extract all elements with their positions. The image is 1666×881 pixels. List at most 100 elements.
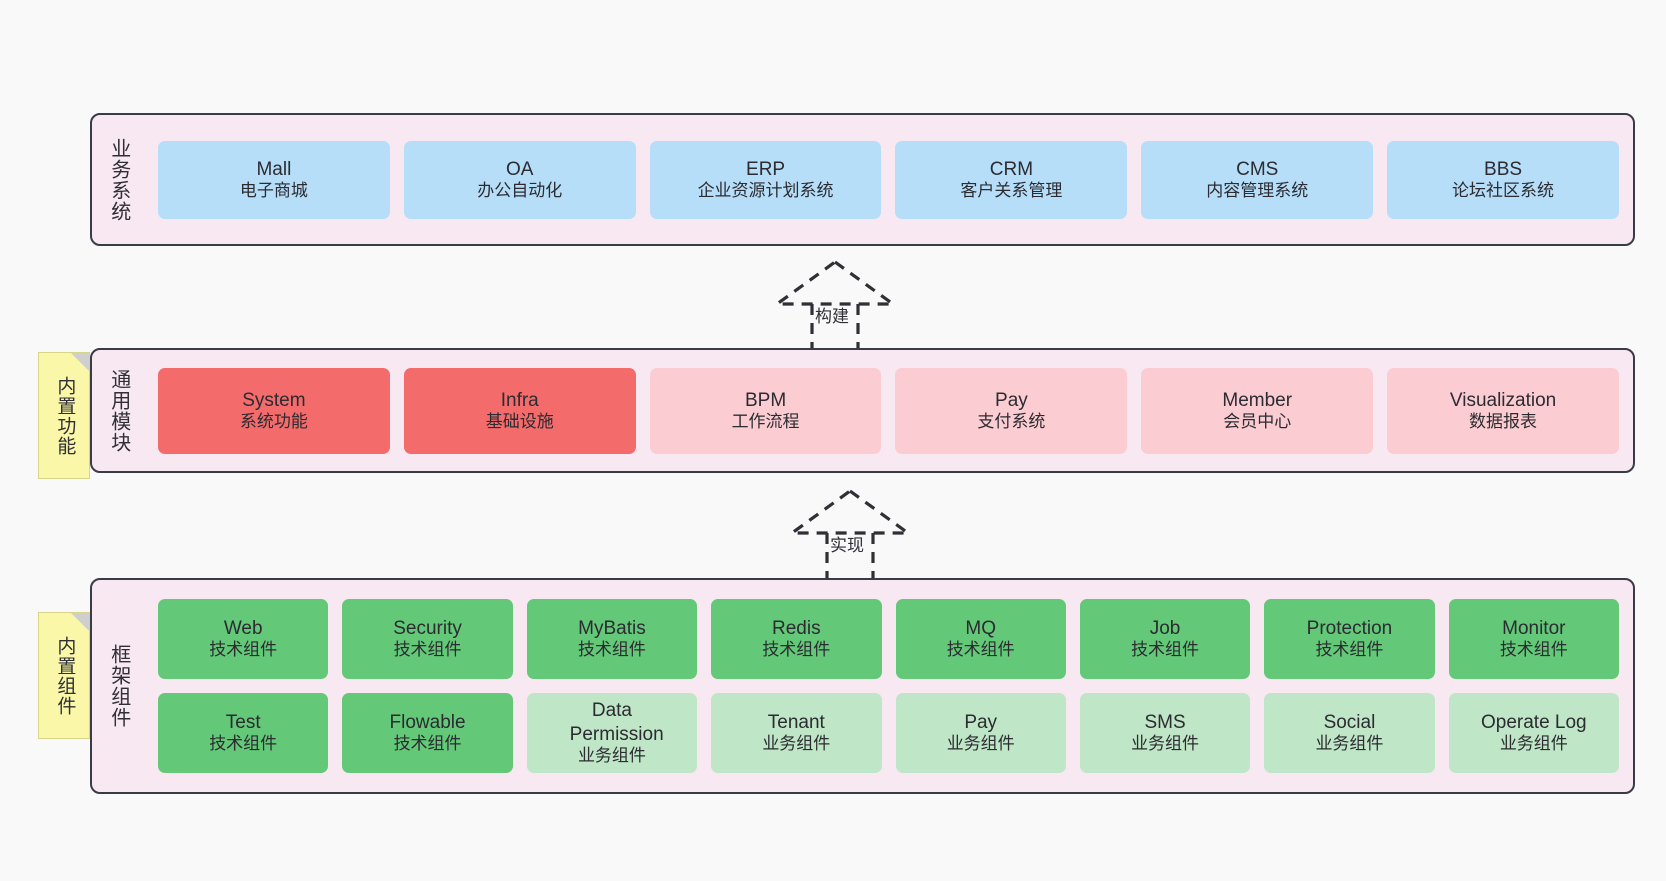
note-built-in-features: 内置功能 xyxy=(38,352,90,479)
card-member[interactable]: Member 会员中心 xyxy=(1141,367,1374,454)
card-infra[interactable]: Infra 基础设施 xyxy=(403,367,636,454)
card-title-cn: 内容管理系统 xyxy=(1206,180,1309,200)
layer-body-framework-components: Web 技术组件 Security 技术组件 MyBatis 技术组件 Redi… xyxy=(144,580,1633,792)
card-erp[interactable]: ERP 企业资源计划系统 xyxy=(649,140,882,219)
card-title-cn: 数据报表 xyxy=(1469,411,1538,431)
card-title-cn: 技术组件 xyxy=(1499,640,1568,660)
card-title-en: OA xyxy=(506,158,534,180)
card-title-cn: 技术组件 xyxy=(1315,640,1384,660)
layer-framework-components: 框架组件 Web 技术组件 Security 技术组件 MyBatis 技术组件… xyxy=(90,578,1635,794)
card-title-cn: 业务组件 xyxy=(946,734,1015,754)
card-title-en: CRM xyxy=(989,158,1034,180)
card-bbs[interactable]: BBS 论坛社区系统 xyxy=(1387,140,1619,219)
card-title-en: Pay xyxy=(964,712,998,734)
card-pay-component[interactable]: Pay 业务组件 xyxy=(895,693,1066,773)
connector-label-implement: 实现 xyxy=(830,536,864,555)
layer-title-common-modules: 通用模块 xyxy=(107,368,130,453)
card-title-en: Test xyxy=(225,712,261,734)
generalization-arrowhead-icon xyxy=(787,489,913,535)
card-cms[interactable]: CMS 内容管理系统 xyxy=(1141,140,1374,219)
card-title-cn: 企业资源计划系统 xyxy=(697,180,834,200)
card-title-en: Social xyxy=(1323,712,1376,734)
card-mq[interactable]: MQ 技术组件 xyxy=(895,599,1066,679)
framework-row-business: Test 技术组件 Flowable 技术组件 Data Permission … xyxy=(158,693,1619,773)
card-title-en: Security xyxy=(393,618,462,640)
card-flowable[interactable]: Flowable 技术组件 xyxy=(342,693,513,773)
card-title-cn: 技术组件 xyxy=(577,640,646,660)
connector-implement: 实现 xyxy=(770,487,930,579)
card-title-cn: 技术组件 xyxy=(393,640,462,660)
card-title-en: MQ xyxy=(965,618,996,640)
note-built-in-components: 内置组件 xyxy=(38,612,90,739)
card-title-en: Redis xyxy=(772,618,821,640)
card-title-cn: 会员中心 xyxy=(1223,411,1292,431)
card-title-cn: 业务组件 xyxy=(1315,734,1384,754)
card-operate-log[interactable]: Operate Log 业务组件 xyxy=(1448,693,1619,773)
card-sms[interactable]: SMS 业务组件 xyxy=(1079,693,1251,773)
layer-title-framework-components: 框架组件 xyxy=(107,644,130,728)
card-data-permission[interactable]: Data Permission 业务组件 xyxy=(526,693,698,773)
generalization-arrowhead-icon xyxy=(772,260,898,306)
card-title-cn: 技术组件 xyxy=(1131,640,1200,660)
card-bpm[interactable]: BPM 工作流程 xyxy=(649,367,882,454)
card-title-en: Tenant xyxy=(767,712,825,734)
card-test[interactable]: Test 技术组件 xyxy=(158,693,329,773)
connector-label-build: 构建 xyxy=(815,307,849,326)
card-crm[interactable]: CRM 客户关系管理 xyxy=(895,140,1128,219)
card-title-en: ERP xyxy=(746,158,786,180)
connector-build: 构建 xyxy=(755,258,915,350)
card-title-cn: 业务组件 xyxy=(1131,734,1200,754)
card-title-en: CMS xyxy=(1236,158,1279,180)
card-title-cn: 工作流程 xyxy=(731,411,800,431)
card-title-cn: 电子商城 xyxy=(239,180,308,200)
card-title-en: MyBatis xyxy=(578,618,646,640)
card-web[interactable]: Web 技术组件 xyxy=(158,599,329,679)
card-title-en: Member xyxy=(1222,389,1293,411)
connector-shaft xyxy=(825,533,875,579)
card-title-cn: 系统功能 xyxy=(239,411,308,431)
layer-business-systems: 业务系统 Mall 电子商城 OA 办公自动化 ERP 企业资源计划系统 CRM… xyxy=(90,113,1635,246)
note-label: 内置功能 xyxy=(54,375,76,456)
card-title-cn: 技术组件 xyxy=(209,734,278,754)
card-oa[interactable]: OA 办公自动化 xyxy=(403,140,636,219)
note-label: 内置组件 xyxy=(54,635,76,716)
card-title-en: BBS xyxy=(1484,158,1523,180)
card-title-en: System xyxy=(242,389,306,411)
card-job[interactable]: Job 技术组件 xyxy=(1079,599,1251,679)
card-title-en: Protection xyxy=(1306,618,1393,640)
card-title-cn: 技术组件 xyxy=(946,640,1015,660)
card-social[interactable]: Social 业务组件 xyxy=(1264,693,1435,773)
card-title-en: Operate Log xyxy=(1480,712,1587,734)
card-system[interactable]: System 系统功能 xyxy=(158,367,390,454)
card-security[interactable]: Security 技术组件 xyxy=(342,599,513,679)
layer-body-business-systems: Mall 电子商城 OA 办公自动化 ERP 企业资源计划系统 CRM 客户关系… xyxy=(144,115,1633,244)
card-title-cn: 客户关系管理 xyxy=(960,180,1063,200)
card-title-en: Web xyxy=(223,618,263,640)
card-title-cn: 论坛社区系统 xyxy=(1452,180,1555,200)
card-visualization[interactable]: Visualization 数据报表 xyxy=(1387,367,1619,454)
card-mybatis[interactable]: MyBatis 技术组件 xyxy=(526,599,698,679)
card-title-cn: 业务组件 xyxy=(762,734,831,754)
card-title-en: Pay xyxy=(995,389,1028,411)
card-title-en: Flowable xyxy=(389,712,466,734)
card-title-en: Monitor xyxy=(1502,618,1566,640)
card-title-cn: 办公自动化 xyxy=(477,180,563,200)
layer-common-modules: 通用模块 System 系统功能 Infra 基础设施 BPM 工作流程 Pay… xyxy=(90,348,1635,473)
card-title-cn: 技术组件 xyxy=(393,734,462,754)
note-fold-corner-icon xyxy=(71,353,89,371)
card-monitor[interactable]: Monitor 技术组件 xyxy=(1448,599,1619,679)
card-title-en: Mall xyxy=(256,158,292,180)
card-title-cn: 基础设施 xyxy=(485,411,554,431)
connector-shaft xyxy=(810,304,860,350)
card-tenant[interactable]: Tenant 业务组件 xyxy=(711,693,882,773)
card-pay-module[interactable]: Pay 支付系统 xyxy=(895,367,1128,454)
card-title-cn: 业务组件 xyxy=(1499,734,1568,754)
note-fold-corner-icon xyxy=(71,613,89,631)
card-title-cn: 技术组件 xyxy=(209,640,278,660)
card-mall[interactable]: Mall 电子商城 xyxy=(158,140,390,219)
card-protection[interactable]: Protection 技术组件 xyxy=(1264,599,1435,679)
card-title-cn: 业务组件 xyxy=(577,745,646,765)
card-redis[interactable]: Redis 技术组件 xyxy=(711,599,882,679)
card-title-en: Infra xyxy=(500,389,539,411)
